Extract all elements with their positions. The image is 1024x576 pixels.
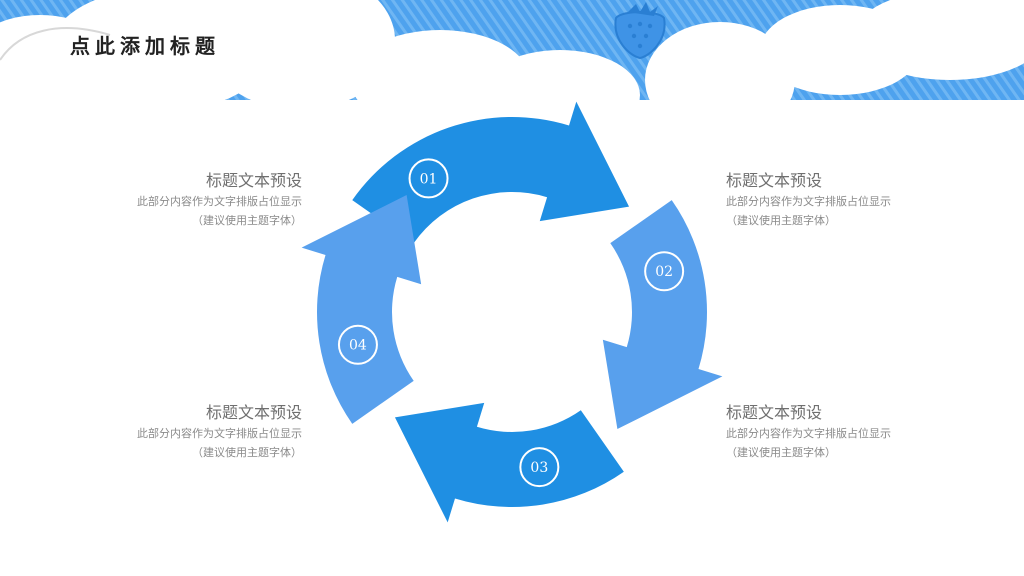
step-badge-ring xyxy=(519,447,560,488)
block-description: 此部分内容作为文字排版占位显示 xyxy=(726,427,891,440)
cloud-outline xyxy=(0,27,111,61)
block-note: （建议使用主题字体） xyxy=(192,446,302,459)
cycle-arrow-03 xyxy=(394,402,624,523)
block-description: 此部分内容作为文字排版占位显示 xyxy=(726,195,891,208)
block-heading: 标题文本预设 xyxy=(726,403,823,422)
block-note: （建议使用主题字体） xyxy=(192,214,302,227)
cycle-arrow-04 xyxy=(301,194,422,424)
block-note: （建议使用主题字体） xyxy=(726,446,836,459)
block-note: （建议使用主题字体） xyxy=(726,214,836,227)
block-heading: 标题文本预设 xyxy=(205,171,302,190)
cycle-arrow-02 xyxy=(602,200,723,430)
strawberry-icon xyxy=(614,2,666,60)
step-number: 01 xyxy=(420,171,438,187)
step-number: 02 xyxy=(655,264,673,280)
step-badge-ring xyxy=(408,158,449,199)
text-block-top-left: 标题文本预设 此部分内容作为文字排版占位显示 （建议使用主题字体） xyxy=(100,171,302,229)
page-title: 点此添加标题 xyxy=(70,34,220,58)
block-heading: 标题文本预设 xyxy=(205,403,302,422)
step-number: 04 xyxy=(349,338,367,354)
block-heading: 标题文本预设 xyxy=(726,171,823,190)
step-badge-ring xyxy=(644,251,685,292)
step-number: 03 xyxy=(530,460,548,476)
text-block-bottom-left: 标题文本预设 此部分内容作为文字排版占位显示 （建议使用主题字体） xyxy=(100,403,302,461)
text-block-bottom-right: 标题文本预设 此部分内容作为文字排版占位显示 （建议使用主题字体） xyxy=(726,403,946,461)
cycle-arrow-01 xyxy=(352,101,630,244)
text-block-top-right: 标题文本预设 此部分内容作为文字排版占位显示 （建议使用主题字体） xyxy=(726,171,946,229)
block-description: 此部分内容作为文字排版占位显示 xyxy=(137,195,302,208)
step-badge-ring xyxy=(337,324,378,365)
block-description: 此部分内容作为文字排版占位显示 xyxy=(137,427,302,440)
